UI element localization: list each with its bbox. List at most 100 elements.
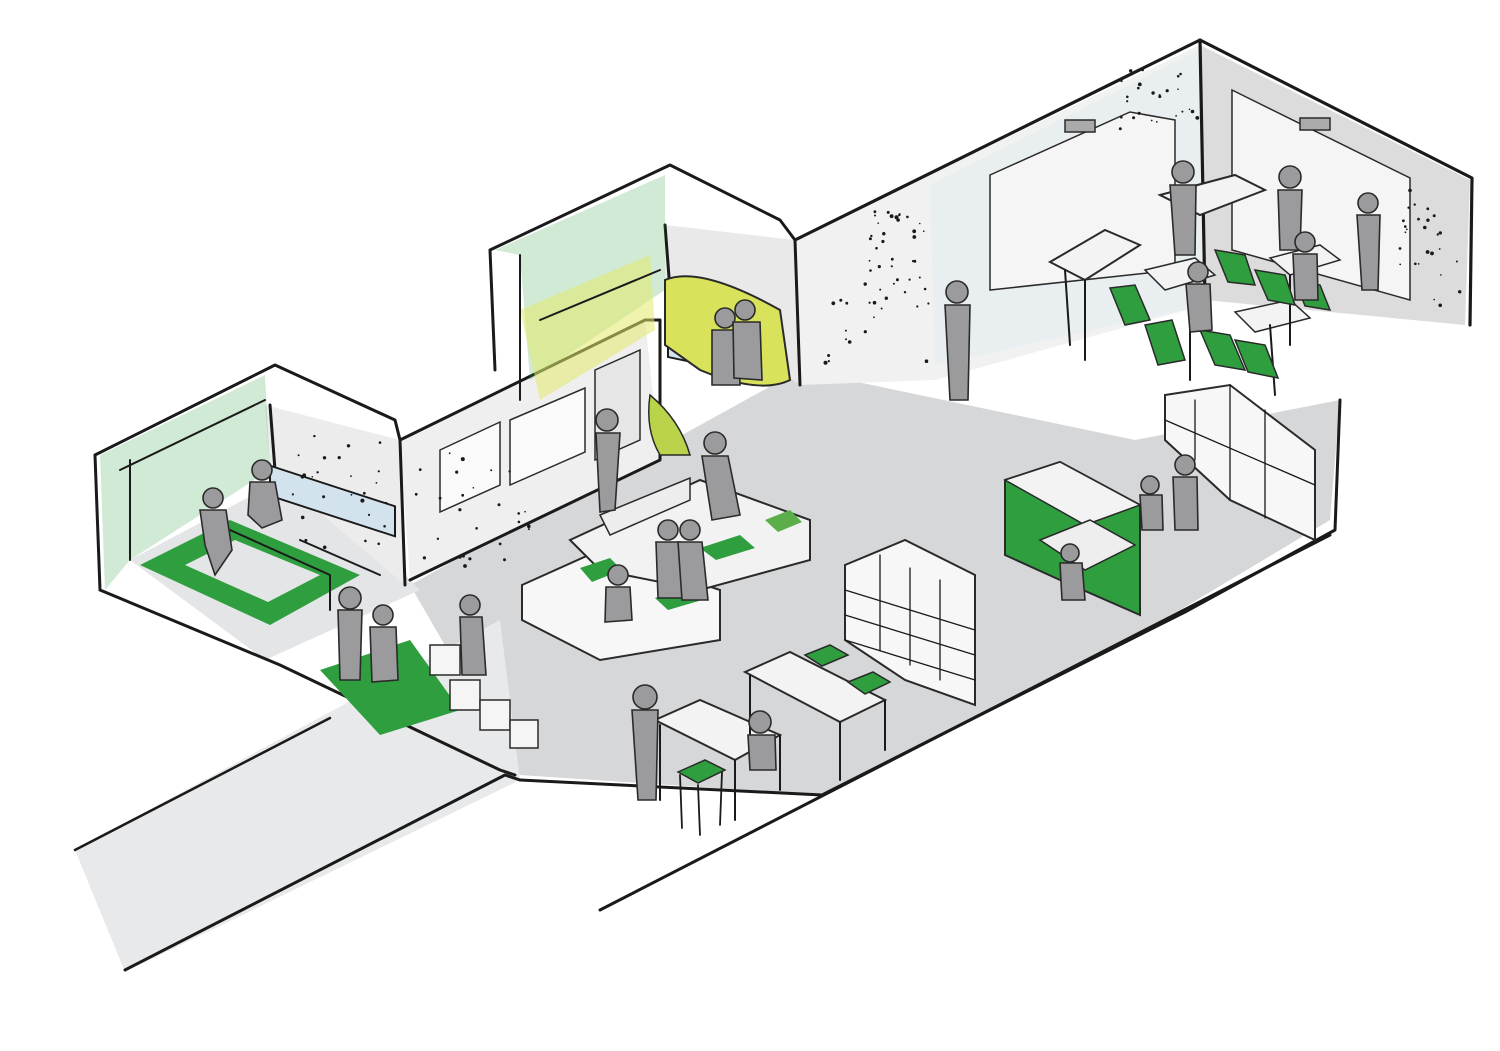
speckle bbox=[1438, 231, 1443, 235]
step-block-high bbox=[598, 476, 691, 536]
floor-edge-hall-bottom bbox=[123, 773, 522, 972]
speckle bbox=[468, 557, 472, 561]
speckle bbox=[422, 556, 426, 560]
speckle bbox=[831, 301, 836, 306]
speckle bbox=[291, 493, 294, 496]
speckle bbox=[1432, 214, 1436, 218]
glass-frames bbox=[119, 254, 661, 561]
speckle bbox=[300, 515, 305, 520]
speckle bbox=[350, 493, 353, 496]
person-step-mid-2 bbox=[677, 519, 709, 601]
speckle bbox=[490, 469, 493, 472]
speckle bbox=[1199, 70, 1201, 72]
person-meeting-3 bbox=[1356, 192, 1381, 291]
person-step-top bbox=[701, 431, 741, 521]
speckle bbox=[498, 542, 502, 546]
person-meeting-2 bbox=[1277, 165, 1303, 251]
speckle bbox=[1425, 250, 1430, 254]
person-meeting-1 bbox=[1169, 160, 1197, 256]
speckle bbox=[458, 508, 462, 512]
speckle bbox=[874, 214, 876, 217]
chair-7 bbox=[1233, 339, 1280, 380]
speckle bbox=[1175, 115, 1177, 117]
speckle bbox=[1177, 88, 1179, 90]
stool-legs bbox=[679, 771, 723, 836]
person-meeting-5 bbox=[1185, 261, 1213, 333]
speckle bbox=[869, 269, 872, 272]
speckle bbox=[458, 555, 462, 559]
speckle bbox=[1404, 225, 1407, 228]
speckle bbox=[868, 237, 872, 241]
speckle bbox=[1404, 231, 1407, 234]
speckle bbox=[1402, 219, 1405, 223]
speckle bbox=[911, 260, 915, 263]
speckle bbox=[1137, 111, 1141, 115]
window-left-room bbox=[269, 464, 396, 538]
whiteboard-1 bbox=[439, 420, 501, 514]
person-reading-left-2 bbox=[199, 487, 233, 577]
person-step-low bbox=[604, 564, 633, 623]
high-table-left bbox=[1047, 228, 1143, 282]
chair-3 bbox=[1213, 249, 1257, 286]
speckle bbox=[903, 291, 907, 294]
speckle bbox=[1120, 115, 1123, 119]
speckle bbox=[908, 278, 911, 281]
cube-3 bbox=[509, 719, 539, 749]
speckle bbox=[890, 257, 894, 261]
speckle bbox=[1399, 263, 1402, 266]
chair-6 bbox=[1198, 329, 1247, 371]
speckle bbox=[436, 537, 440, 540]
speckle bbox=[414, 492, 418, 496]
speckle bbox=[827, 354, 831, 357]
bookshelves bbox=[844, 383, 1316, 707]
speckle bbox=[839, 298, 843, 302]
speckle bbox=[461, 554, 465, 558]
speckle bbox=[302, 473, 307, 478]
speckle bbox=[1408, 188, 1412, 193]
speckle bbox=[1190, 109, 1195, 114]
speckle bbox=[1151, 91, 1155, 95]
speckle bbox=[448, 452, 451, 455]
booth-yellow-glass bbox=[520, 255, 655, 400]
speckle bbox=[337, 456, 341, 460]
speckle bbox=[863, 282, 867, 286]
speckle bbox=[346, 444, 351, 448]
speckle bbox=[524, 510, 526, 513]
speckle bbox=[463, 564, 467, 568]
speckle bbox=[1155, 121, 1158, 123]
chair-2 bbox=[1144, 319, 1186, 366]
person-booth-2 bbox=[732, 299, 763, 381]
speckle bbox=[367, 513, 371, 517]
person-shelf-1 bbox=[1172, 454, 1199, 531]
speckle bbox=[297, 454, 300, 457]
speckle bbox=[895, 278, 899, 282]
speckle bbox=[844, 329, 847, 332]
speckle bbox=[890, 265, 893, 268]
speckle bbox=[1120, 79, 1123, 83]
speckle bbox=[1438, 303, 1442, 308]
projector-1 bbox=[1064, 119, 1096, 133]
speckle bbox=[383, 525, 386, 528]
left-green-glass bbox=[100, 375, 270, 590]
speckle bbox=[322, 456, 327, 460]
speckle bbox=[1176, 74, 1180, 78]
person-meeting-4 bbox=[1292, 231, 1319, 301]
speckle bbox=[896, 218, 900, 222]
speckle bbox=[1417, 263, 1420, 265]
whiteboard-2 bbox=[509, 386, 586, 487]
speckle bbox=[460, 457, 465, 462]
speckle bbox=[823, 360, 828, 365]
speckle bbox=[923, 287, 927, 291]
person-hallway-2 bbox=[369, 604, 399, 683]
speckle bbox=[385, 501, 388, 505]
speckle bbox=[375, 482, 378, 484]
speckle bbox=[880, 307, 883, 310]
speckle bbox=[847, 340, 852, 344]
speckle bbox=[313, 434, 316, 438]
cube-4 bbox=[429, 644, 461, 676]
chair-1 bbox=[1108, 284, 1152, 326]
speckle bbox=[879, 288, 882, 291]
person-hallway-3 bbox=[459, 594, 487, 676]
speckle bbox=[527, 528, 530, 531]
